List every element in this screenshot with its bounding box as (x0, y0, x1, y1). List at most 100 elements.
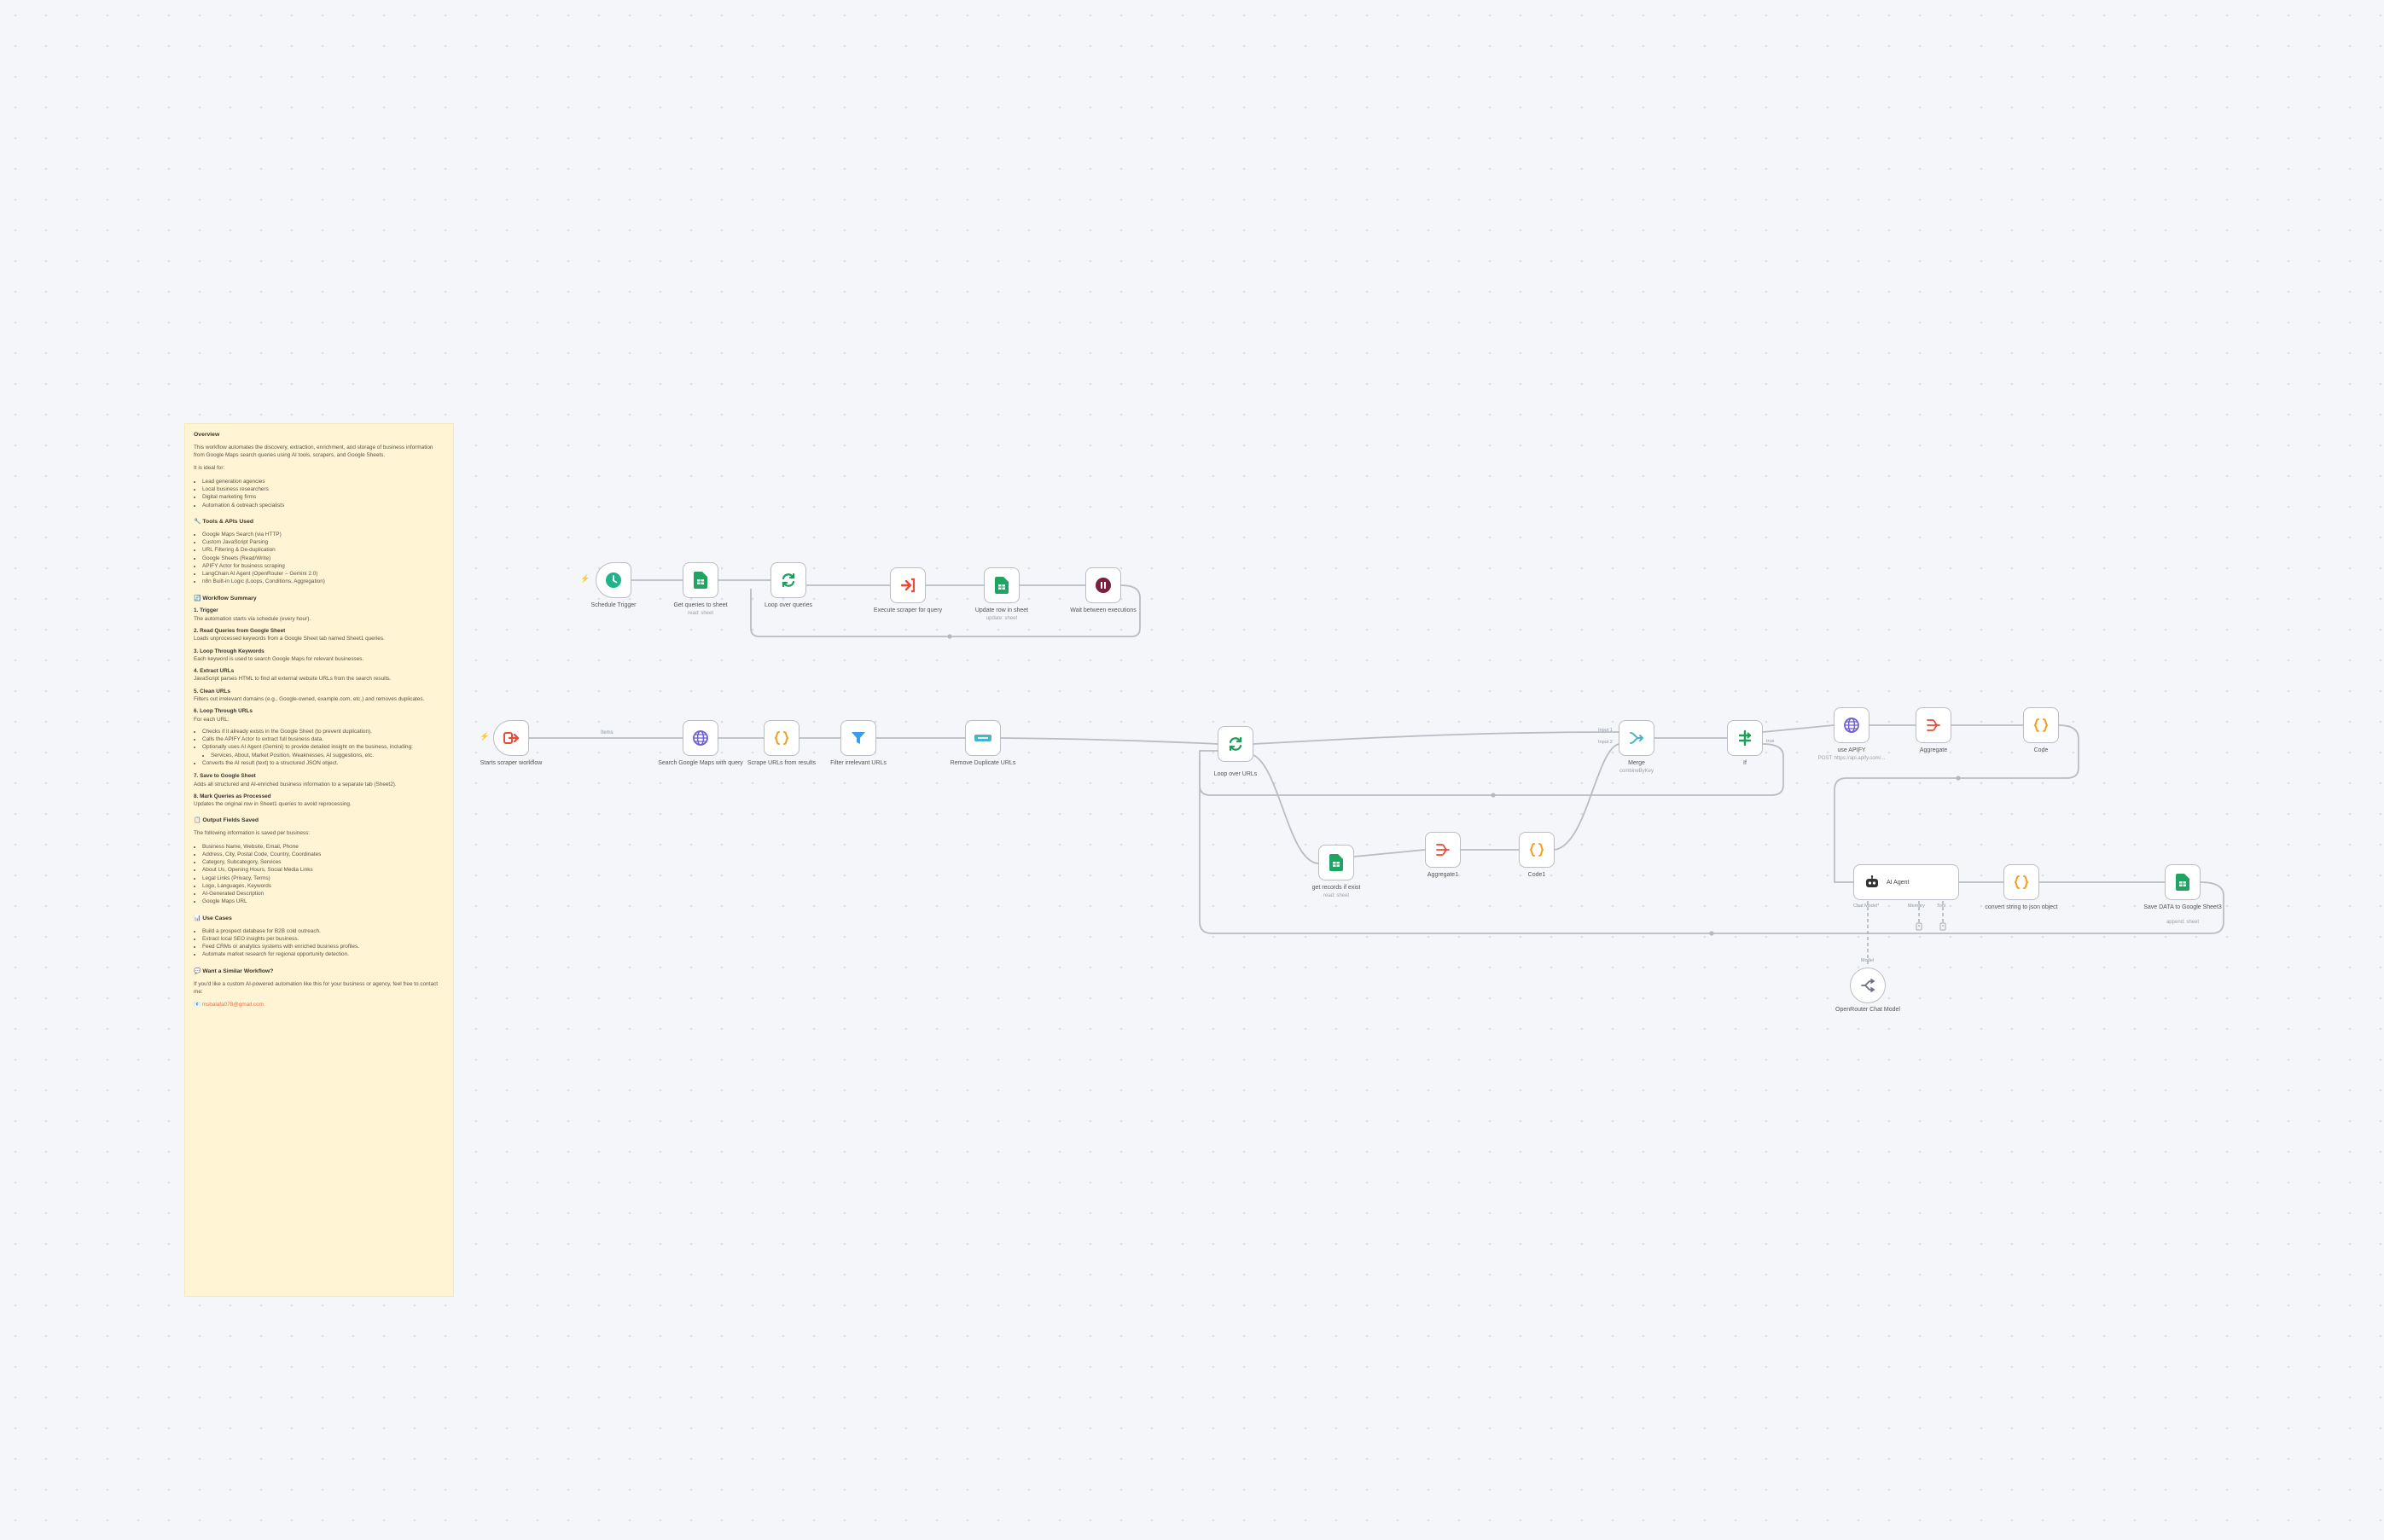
google-sheets-icon (1327, 853, 1346, 872)
node-wait[interactable] (1085, 567, 1121, 603)
merge-icon (1627, 729, 1646, 747)
node-label: Aggregate1 (1427, 872, 1459, 878)
node-label: OpenRouter Chat Model (1835, 1007, 1900, 1013)
node-label: Loop over queries (764, 602, 813, 608)
node-label: Wait between executions (1070, 607, 1137, 613)
node-loop-over-queries[interactable] (770, 562, 806, 598)
node-code[interactable] (2023, 707, 2059, 743)
code-braces-icon (2012, 873, 2031, 892)
list-item: Services, About, Market Position, Weakne… (211, 752, 445, 759)
globe-icon (1842, 716, 1861, 735)
node-merge[interactable] (1619, 720, 1654, 756)
list-item: Address, City, Postal Code, Country, Coo… (202, 851, 445, 858)
node-filter-urls[interactable] (840, 720, 876, 756)
node-label: Starts scraper workflow (480, 760, 543, 766)
node-update-row[interactable] (984, 567, 1020, 603)
list-item: Logo, Languages, Keywords (202, 882, 445, 890)
tools-list: Google Maps Search (via HTTP) Custom Jav… (194, 531, 445, 586)
list-item: Calls the APIFY Actor to extract full bu… (202, 735, 445, 743)
node-label: Loop over URLs (1213, 771, 1258, 777)
node-code1[interactable] (1519, 832, 1555, 868)
edge-getrecords-agg1 (1353, 849, 1426, 857)
output-intro: The following information is saved per b… (194, 830, 311, 837)
list-item: APIFY Actor for business scraping (202, 562, 445, 570)
tools-title: 🔧 Tools & APIs Used (194, 518, 254, 525)
edge-code1-merge (1554, 743, 1619, 851)
node-execute-scraper[interactable] (890, 567, 926, 603)
node-get-records[interactable] (1318, 845, 1354, 880)
if-true-label: true (1766, 739, 1775, 744)
node-loop-over-urls[interactable] (1218, 726, 1253, 762)
edge-label: Items (601, 730, 613, 735)
list-item: Custom JavaScript Parsing (202, 538, 445, 546)
node-aggregate[interactable] (1916, 707, 1951, 743)
list-item: AI-Generated Description (202, 890, 445, 898)
robot-icon (1863, 873, 1881, 892)
list-item: Automation & outreach specialists (202, 502, 445, 509)
ideal-for-list: Lead generation agencies Local business … (194, 478, 445, 509)
node-subtitle: read: sheet (1323, 893, 1350, 898)
node-get-queries[interactable] (683, 562, 718, 598)
sticky-note-overview[interactable]: Overview This workflow automates the dis… (184, 423, 454, 1297)
use-cases-list: Build a prospect database for B2B cold o… (194, 927, 445, 959)
node-subtitle: append: sheet (2166, 920, 2200, 925)
loop-icon (779, 571, 798, 590)
workflow-trigger-icon (502, 729, 520, 747)
code-braces-icon (772, 729, 791, 747)
list-item: Lead generation agencies (202, 478, 445, 485)
use-cases-title: 📊 Use Cases (194, 915, 232, 921)
node-scrape-urls[interactable] (764, 720, 800, 756)
node-label: Search Google Maps with query (658, 760, 743, 766)
node-label: Filter irrelevant URLs (830, 760, 887, 766)
contact-link[interactable]: 📧 msbalafa078@gmail.com (194, 1002, 264, 1008)
node-remove-duplicates[interactable] (965, 720, 1001, 756)
agent-memory-port: Memory (1908, 904, 1925, 909)
trigger-bolt-icon: ⚡ (580, 574, 590, 583)
trigger-bolt-icon: ⚡ (480, 732, 490, 741)
agent-chat-model-port: Chat Model* (1853, 904, 1880, 909)
node-openrouter-model[interactable] (1850, 968, 1886, 1003)
node-label: Scrape URLs from results (747, 760, 817, 766)
list-item: Optionally uses AI Agent (Gemini) to pro… (202, 743, 445, 751)
merge-input1-label: Input 1 (1598, 728, 1613, 733)
list-item: Business Name, Website, Email, Phone (202, 843, 445, 851)
node-schedule-trigger[interactable] (596, 562, 631, 598)
node-subtitle: POST: https://api.apify.com/... (1817, 756, 1886, 761)
node-label: Code (2033, 747, 2049, 753)
overview-title: Overview (194, 432, 220, 438)
summary-title: 🔄 Workflow Summary (194, 595, 257, 601)
node-aggregate1[interactable] (1425, 832, 1461, 868)
edge-save-loopback (1199, 759, 2224, 934)
node-search-google-maps[interactable] (683, 720, 718, 756)
similar-text: If you'd like a custom AI-powered automa… (194, 980, 438, 995)
list-item: Local business researchers (202, 485, 445, 493)
node-ai-agent[interactable]: AI Agent (1853, 864, 1959, 900)
list-item: Digital marketing firms (202, 493, 445, 501)
edge-loop-merge (1253, 731, 1619, 745)
node-label: Get queries to sheet (673, 602, 728, 608)
node-subtitle: update: sheet (986, 616, 1018, 621)
ai-agent-title: AI Agent (1887, 879, 1910, 886)
node-use-apify[interactable] (1834, 707, 1869, 743)
model-output-label: Model (1861, 958, 1874, 963)
google-sheets-icon (691, 571, 710, 590)
node-save-data[interactable] (2165, 864, 2201, 900)
edge-if-apify (1762, 724, 1835, 733)
node-if[interactable] (1727, 720, 1763, 756)
list-item: Google Maps Search (via HTTP) (202, 531, 445, 538)
node-convert-json[interactable] (2003, 864, 2039, 900)
aggregate-icon (1924, 716, 1943, 735)
similar-title: 💬 Want a Similar Workflow? (194, 968, 274, 974)
list-item: Checks if it already exists in the Googl… (202, 728, 445, 735)
node-start-scraper[interactable] (493, 720, 529, 756)
google-sheets-icon (2173, 873, 2192, 892)
list-item: Google Sheets (Read/Write) (202, 555, 445, 562)
agent-tool-port: Tool (1937, 904, 1946, 909)
list-item: Build a prospect database for B2B cold o… (202, 927, 445, 935)
